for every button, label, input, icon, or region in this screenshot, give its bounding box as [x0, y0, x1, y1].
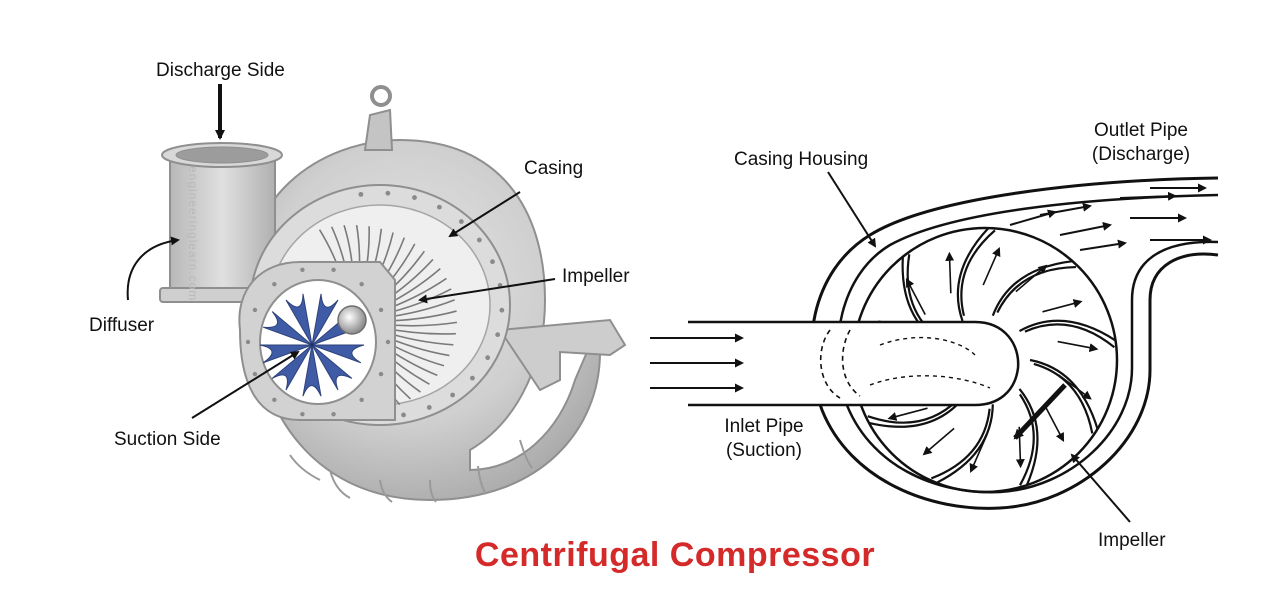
suction-bolt-hole: [359, 397, 364, 403]
label-impeller-left: Impeller: [562, 266, 630, 287]
label-outlet-pipe: Outlet Pipe (Discharge): [1082, 119, 1200, 167]
schematic-vane-inner: [1024, 323, 1116, 349]
schematic-vane-inner: [960, 229, 996, 317]
schematic-vane-inner: [930, 408, 991, 480]
flange-bolt-hole: [470, 375, 475, 381]
flange-bolt-hole: [358, 191, 364, 197]
watermark-text: engineeringlearn.com: [186, 166, 200, 302]
suction-bolt-hole: [272, 281, 277, 287]
schematic-vane-inner: [996, 265, 1076, 314]
casing-housing-arrow: [827, 171, 877, 248]
compressor-schematic: [650, 171, 1219, 523]
blue-blade: [311, 293, 339, 346]
blue-blade: [302, 344, 322, 397]
flange-bolt-hole: [458, 219, 464, 224]
label-inlet-pipe-line1: Inlet Pipe: [724, 416, 804, 437]
schematic-vane: [936, 404, 994, 484]
schematic-vane-inner: [1018, 393, 1035, 486]
schematic-flow-arrow: [982, 247, 1001, 286]
diffuser-arrow: [126, 236, 180, 301]
flange-bolt-hole: [426, 405, 432, 410]
compressor-3d-illustration: [159, 85, 627, 503]
schematic-flow-arrow: [1058, 374, 1092, 400]
schematic-flow-arrow: [1057, 340, 1099, 353]
flange-bolt-hole: [412, 195, 417, 200]
label-diffuser: Diffuser: [89, 315, 155, 336]
flange-bolt-hole: [401, 412, 406, 418]
flange-bolt-hole: [485, 355, 491, 361]
schematic-inner-casing: [836, 193, 1219, 494]
flange-bolt-hole: [495, 332, 501, 338]
label-inlet-pipe: Inlet Pipe (Suction): [714, 415, 814, 463]
blue-blade: [285, 293, 313, 346]
casing-arrow: [448, 191, 521, 238]
suction-bolt-hole: [300, 267, 305, 273]
volute-discharge-duct: [498, 318, 627, 392]
impeller-left-arrow: [418, 278, 556, 304]
impeller-hub: [337, 305, 367, 335]
schematic-flow-arrow: [887, 407, 928, 421]
label-casing: Casing: [524, 158, 584, 179]
schematic-flow-arrow: [1044, 404, 1065, 443]
blue-blade: [259, 344, 313, 364]
blue-blade: [262, 311, 313, 346]
schematic-inlet-pipe: [688, 320, 1020, 407]
schematic-vane: [991, 260, 1073, 317]
central-flow-arrow: [1013, 383, 1067, 440]
impeller-blue-blades: [259, 293, 365, 397]
inlet-flow-arrows: [650, 333, 744, 393]
impeller-right-arrow: [1070, 453, 1131, 523]
suction-bolt-hole: [385, 339, 391, 345]
label-outlet-pipe-line1: Outlet Pipe: [1094, 120, 1188, 141]
suction-bolt-hole: [300, 411, 305, 417]
schematic-flow-arrow: [905, 277, 926, 316]
flange-bolt-hole: [450, 392, 456, 398]
schematic-vane: [1018, 319, 1117, 342]
flange-bolt-hole: [476, 237, 482, 243]
flange-bolt-hole: [385, 190, 391, 196]
suction-bolt-hole: [331, 411, 336, 417]
suction-bolt-hole: [331, 267, 336, 273]
diagram-title: Centrifugal Compressor: [474, 536, 876, 574]
suction-side-arrow: [191, 350, 300, 419]
label-discharge-side: Discharge Side: [156, 60, 285, 81]
schematic-vane-inner: [867, 399, 958, 424]
schematic-flow-arrow: [1015, 264, 1048, 293]
flange-bolt-hole: [436, 204, 442, 210]
blue-blade: [311, 344, 365, 364]
lifting-eye: [363, 85, 394, 151]
outlet-flow-arrows: [1009, 183, 1212, 251]
suction-bolt-hole: [252, 307, 258, 313]
schematic-vane-inner: [1033, 362, 1094, 434]
schematic-flow-arrow: [945, 251, 955, 294]
schematic-vane: [956, 227, 990, 322]
flange-bolt-hole: [499, 307, 505, 313]
schematic-vanes: [854, 227, 1117, 486]
suction-bolt-hole: [245, 339, 251, 345]
label-suction-side: Suction Side: [114, 429, 221, 450]
schematic-vane: [868, 398, 964, 428]
suction-bolt-hole: [272, 397, 277, 403]
suction-flange-bolts: [245, 267, 391, 417]
schematic-vane: [1018, 388, 1039, 486]
left-callouts: [126, 84, 556, 419]
label-impeller-right: Impeller: [1098, 530, 1166, 551]
label-outlet-pipe-line2: (Discharge): [1091, 144, 1191, 165]
volute-ribs: [289, 439, 533, 503]
flange-bolt-hole: [490, 259, 495, 265]
suction-bolt-hole: [378, 371, 384, 377]
schematic-outer-casing: [809, 176, 1219, 510]
schematic-flow-arrow: [922, 427, 955, 456]
schematic-vane: [1029, 358, 1099, 430]
suction-bolt-hole: [359, 281, 364, 287]
schematic-flow-arrow: [969, 434, 988, 473]
suction-bolt-hole: [252, 371, 258, 377]
blue-blade: [271, 344, 313, 391]
schematic-flow-arrow: [1042, 299, 1083, 313]
blue-blade: [311, 344, 353, 391]
suction-bolt-hole: [378, 307, 384, 313]
label-casing-housing: Casing Housing: [734, 149, 869, 170]
label-inlet-pipe-line2: (Suction): [725, 440, 803, 461]
